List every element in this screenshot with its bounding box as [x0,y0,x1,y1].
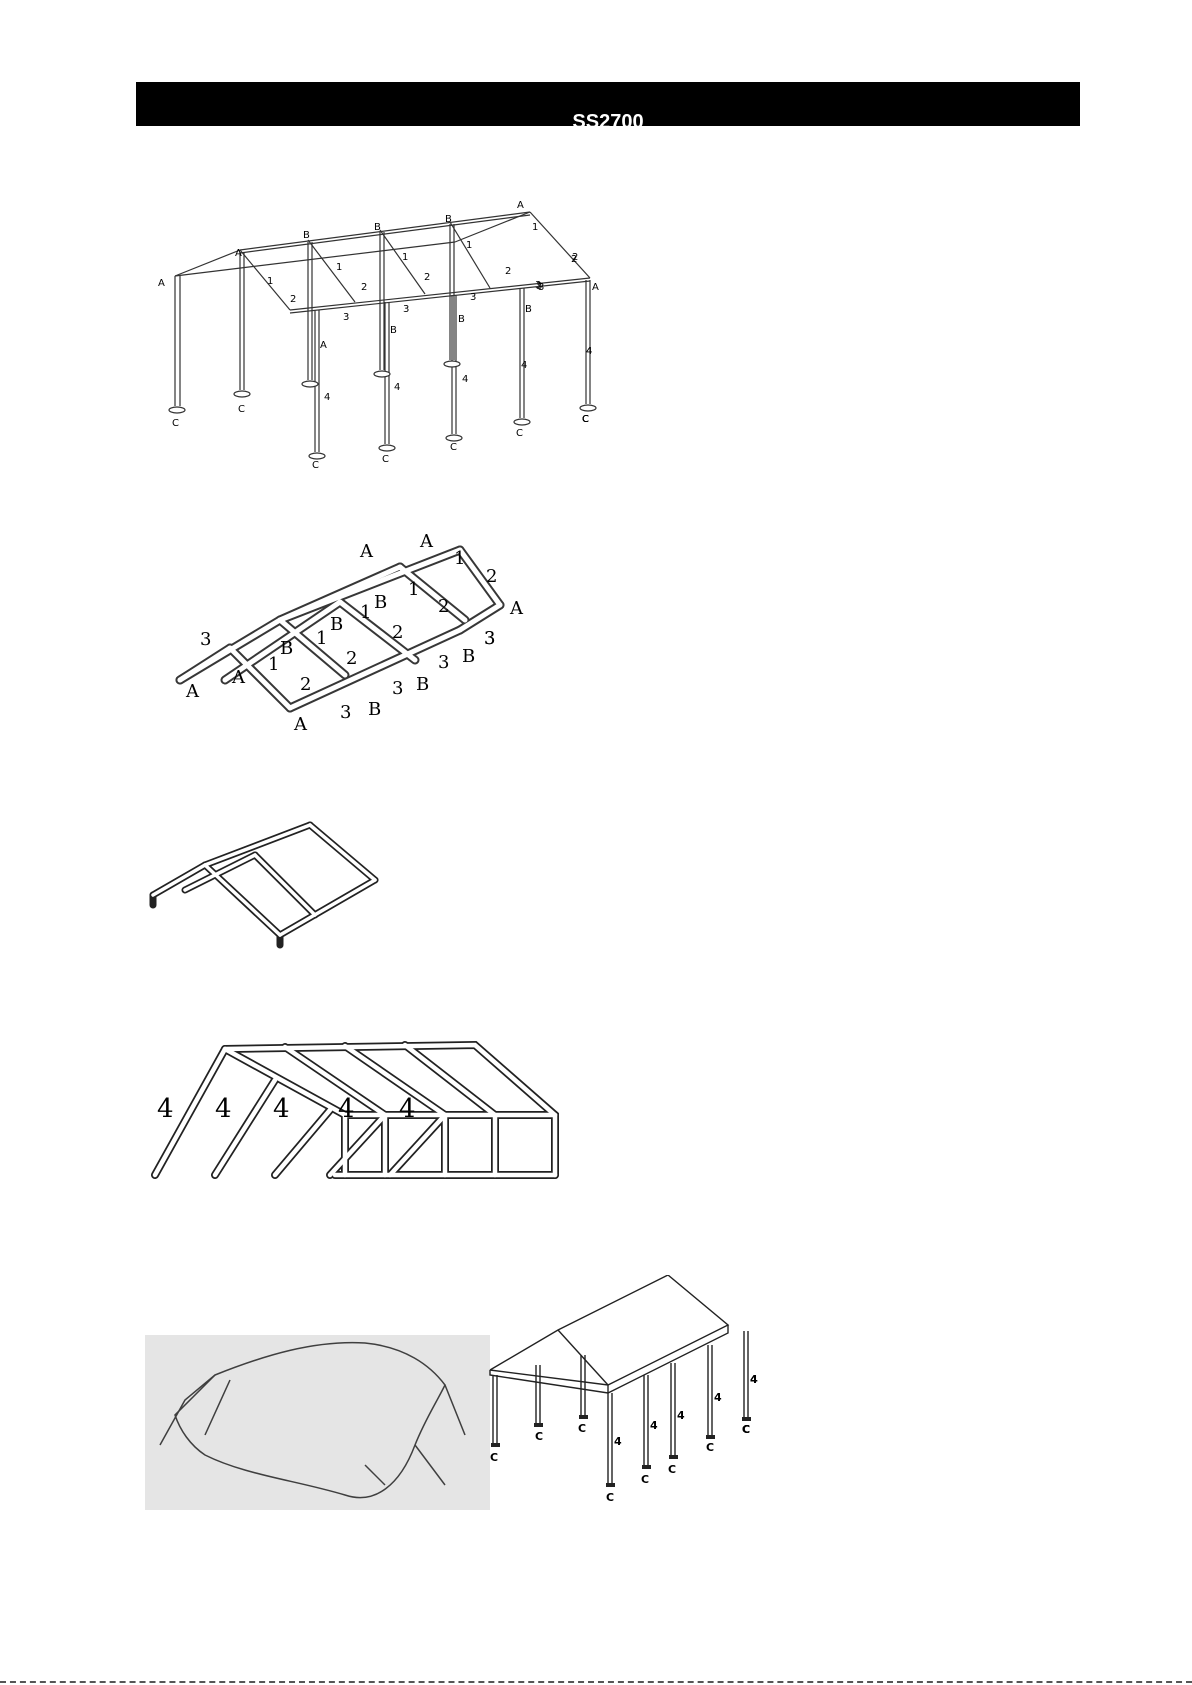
fig1-label: 1 [532,222,538,233]
fig2-label: 2 [392,622,403,643]
fig4-label: 4 [399,1094,416,1124]
fig1-label: B [445,214,452,225]
fig1-label: C [238,404,245,415]
fig1-label: 3 [343,312,349,323]
fig2-label: 1 [360,602,371,623]
figure-5a-cover-placement [145,1335,490,1510]
fig5-label: C [606,1491,614,1504]
fig5-label: 4 [614,1435,622,1448]
fig1-label: C [172,418,179,429]
fig5-label: C [490,1451,498,1464]
fig2-label: B [330,614,343,635]
figure-4-legs-attached: 4 4 4 4 4 [145,1025,595,1215]
fig1-label: C [582,414,589,425]
fig1-label: B [303,230,310,241]
fig1-label: 2 [424,272,430,283]
fig2-label: B [374,592,387,613]
fig1-label: 2 [572,252,578,263]
fig1-label: 4 [324,392,330,403]
fig5-label: 4 [750,1373,758,1386]
header-partial-text: SS2700 [136,112,1080,126]
fig2-label: 1 [316,628,327,649]
fig2-label: 2 [346,648,357,669]
fig2-label: B [416,674,429,695]
fig1-label: 1 [267,276,273,287]
fig1-label: 4 [521,360,527,371]
fig2-label: 2 [486,566,497,587]
fig2-label: A [359,541,374,562]
fig2-label: A [185,681,200,702]
fig1-label: A [517,200,524,211]
fig1-label: A [592,282,599,293]
fig1-label: C [516,428,523,439]
page-bottom-border [0,1681,1192,1683]
fig1-label: C [312,460,319,471]
fig2-label: 3 [438,652,449,673]
fig2-label: B [280,638,293,659]
fig1-label: A [158,278,165,289]
fig4-label: 4 [215,1094,232,1124]
figure-1-full-frame: A A A A B B B B B B A 1 1 1 1 1 2 2 2 2 … [140,190,620,480]
figure-2-roof-frame: A A A A A A B B B B B B 1 1 1 1 1 2 2 2 … [170,530,550,740]
fig4-label: 4 [157,1094,174,1124]
fig5-label: C [641,1473,649,1486]
fig1-label: B [458,314,465,325]
fig1-label: C [450,442,457,453]
fig1-label: 4 [462,374,468,385]
fig5-label: C [742,1423,750,1436]
fig5-label: C [668,1463,676,1476]
fig1-label: 3 [470,292,476,303]
figure-3-roof-frame-small [145,815,385,950]
fig1-label: B [390,325,397,336]
fig5-label: 4 [650,1419,658,1432]
fig1-label: C [382,454,389,465]
fig1-label: 2 [361,282,367,293]
fig1-label: 4 [394,382,400,393]
fig1-label: 2 [505,266,511,277]
fig2-label: 3 [392,678,403,699]
fig2-label: 2 [438,596,449,617]
fig5-label: 4 [714,1391,722,1404]
fig4-label: 4 [273,1094,290,1124]
fig2-label: A [231,667,246,688]
fig2-label: 3 [200,629,211,650]
fig2-label: A [509,598,524,619]
fig1-label: 1 [336,262,342,273]
header-bar: SS2700 [136,82,1080,126]
fig2-label: 1 [408,579,419,600]
fig2-label: 3 [340,702,351,723]
fig1-label: 4 [586,346,592,357]
fig2-label: A [419,531,434,552]
fig2-label: 1 [454,548,465,569]
fig1-label: 3 [403,304,409,315]
fig2-label: B [368,699,381,720]
fig1-label: 2 [290,294,296,305]
fig1-label: B [374,222,381,233]
fig2-label: 2 [300,674,311,695]
fig1-label: 1 [466,240,472,251]
fig5-label: C [535,1430,543,1443]
fig4-label: 4 [338,1094,355,1124]
fig2-label: B [462,646,475,667]
fig2-label: 1 [268,654,279,675]
figure-5b-completed-carport: 4 4 4 4 4 4 4 C C C C C C C C C C [488,1275,778,1510]
fig1-label: A [235,248,242,259]
fig2-label: A [293,714,308,735]
fig1-label: A [320,340,327,351]
fig5-label: C [706,1441,714,1454]
fig5-label: 4 [677,1409,685,1422]
fig2-label: 3 [484,628,495,649]
fig5-label: C [578,1422,586,1435]
fig1-label: 1 [402,252,408,263]
fig1-label: 3 [536,281,542,292]
fig1-label: B [525,304,532,315]
